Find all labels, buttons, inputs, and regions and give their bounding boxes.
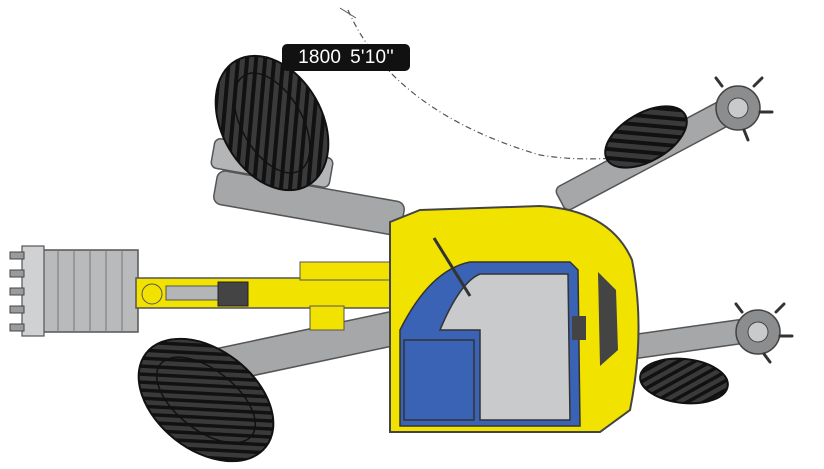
swing-dimension-label: 1800 5'10'': [282, 44, 410, 71]
dimension-metric: 1800: [298, 47, 342, 68]
bucket: [9, 245, 139, 337]
dimension-imperial: 5'10'': [350, 47, 394, 68]
arc-dimension-line: [347, 9, 641, 160]
rear-wheel-bottom-left: [137, 310, 407, 463]
stabilizer-claw-top: [714, 76, 774, 142]
stabilizer-claw-bottom: [734, 302, 794, 364]
rear-wheel-top-left: [210, 54, 405, 236]
front-wheel-top-right: [555, 91, 751, 211]
operator-cab: [399, 237, 586, 427]
